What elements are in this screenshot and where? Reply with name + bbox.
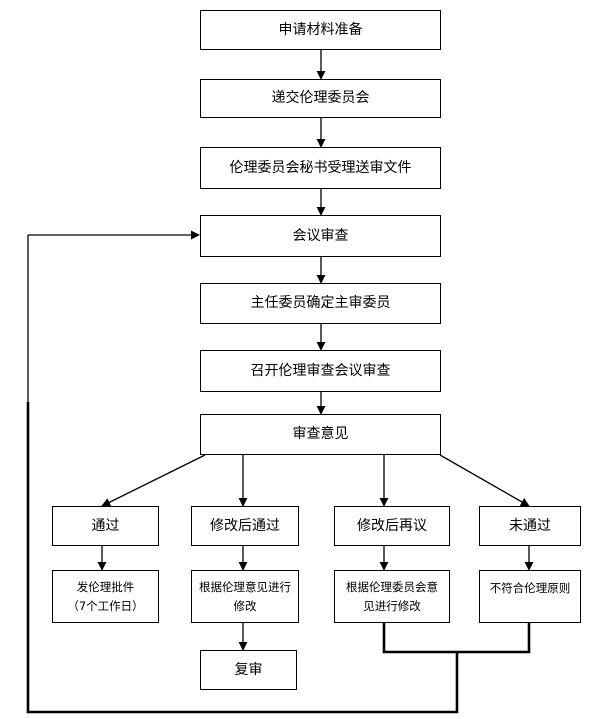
node-submit: 递交伦理委员会 <box>200 79 441 118</box>
node-opinion: 审查意见 <box>200 414 441 455</box>
node-issue: 发伦理批件 （7个工作日） <box>52 570 159 623</box>
node-prepare: 申请材料准备 <box>200 10 441 50</box>
node-modify-pass: 修改后通过 <box>191 506 299 546</box>
arrow-opinion-fail <box>439 454 530 507</box>
node-convene: 召开伦理审查会议审查 <box>200 350 441 392</box>
node-prepare-label: 申请材料准备 <box>278 21 363 38</box>
node-meeting: 会议审查 <box>200 215 441 257</box>
node-modify-again-label: 修改后再议 <box>357 517 427 534</box>
node-revise2-line1: 根据伦理委员会意 <box>346 580 438 595</box>
node-revise-line2: 修改 <box>233 598 257 613</box>
node-secretary: 伦理委员会秘书受理送审文件 <box>200 147 441 189</box>
node-issue-line1: 发伦理批件 <box>76 580 135 595</box>
node-recheck: 复审 <box>200 650 297 690</box>
node-secretary-label: 伦理委员会秘书受理送审文件 <box>229 159 412 176</box>
node-revise2: 根据伦理委员会意 见进行修改 <box>334 570 450 623</box>
feedback-merge-line <box>382 623 531 654</box>
node-noncompliant: 不符合伦理原则 <box>479 570 581 623</box>
node-opinion-label: 审查意见 <box>292 426 349 443</box>
node-modify-pass-label: 修改后通过 <box>210 517 280 534</box>
node-modify-again: 修改后再议 <box>334 506 450 546</box>
feedback-loop-line <box>26 402 459 714</box>
node-pass: 通过 <box>52 506 159 546</box>
node-chair-label: 主任委员确定主审委员 <box>250 295 391 312</box>
node-pass-label: 通过 <box>91 517 120 534</box>
arrow-opinion-pass <box>101 454 206 507</box>
node-meeting-label: 会议审查 <box>292 227 349 244</box>
node-chair: 主任委员确定主审委员 <box>200 283 441 324</box>
node-issue-line2: （7个工作日） <box>67 598 144 613</box>
node-fail: 未通过 <box>479 506 581 546</box>
node-submit-label: 递交伦理委员会 <box>271 90 370 107</box>
node-fail-label: 未通过 <box>509 517 551 534</box>
node-revise2-line2: 见进行修改 <box>363 598 421 613</box>
node-recheck-label: 复审 <box>234 661 263 678</box>
node-revise-line1: 根据伦理意见进行 <box>199 580 291 595</box>
node-revise: 根据伦理意见进行 修改 <box>191 570 299 623</box>
node-convene-label: 召开伦理审查会议审查 <box>250 362 391 379</box>
node-noncompliant-label: 不符合伦理原则 <box>489 581 571 595</box>
